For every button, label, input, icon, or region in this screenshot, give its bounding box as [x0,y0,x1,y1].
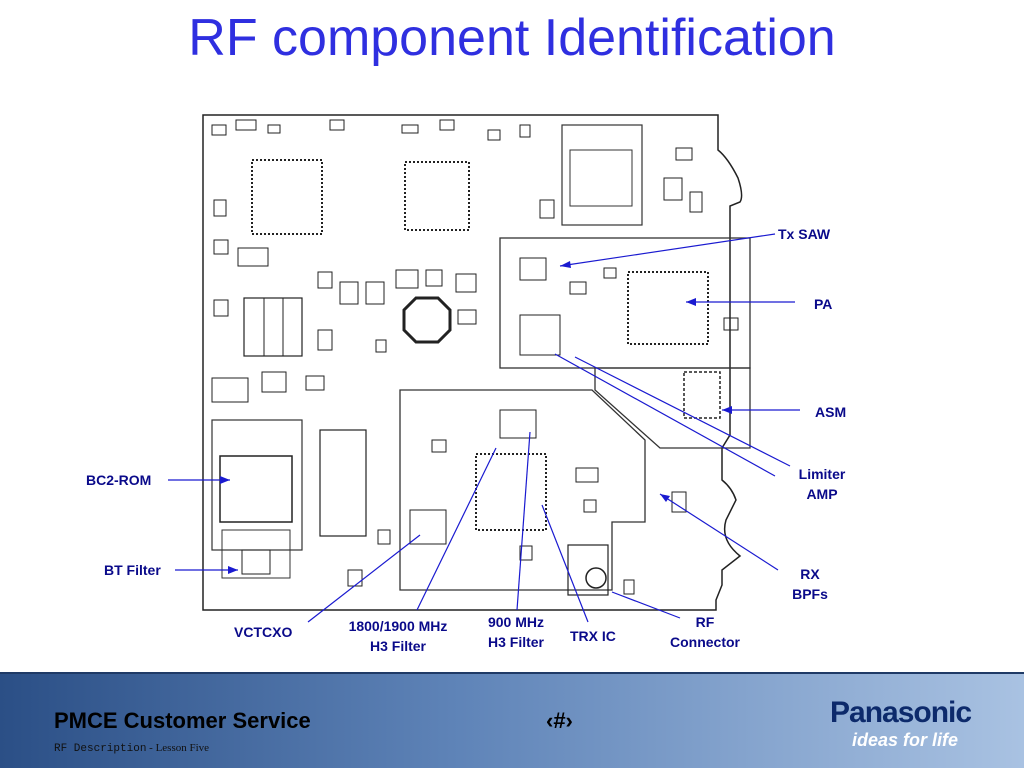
bt-filter-area [221,529,291,579]
leader-limiter-1 [574,356,791,467]
footer-sub-right: - Lesson Five [146,742,210,754]
coil-part [402,296,452,344]
small-components [211,119,739,595]
bc2-rom-chip [219,455,293,523]
label-rf-line1: RF [695,614,715,630]
leader-h3-1800 [416,447,497,611]
trx-chip [475,453,547,531]
pcb-diagram [168,114,800,623]
arrow-tx-saw [560,261,571,268]
label-h3-1800-line2: H3 Filter [369,638,426,654]
rf-connector-ring [585,567,607,589]
label-bc2-rom: BC2-ROM [86,472,152,488]
arrow-asm [722,406,732,414]
arrow-pa [686,298,696,306]
leader-rx-bpfs [659,493,779,571]
footer-page-number: ‹#› [546,708,573,733]
label-tx-saw: Tx SAW [778,226,831,242]
rf-shield-top-lower [594,367,751,449]
left-tall-part [319,429,367,537]
arrow-rx-bpfs [660,494,670,502]
asm-chip [683,371,721,419]
footer-sub-left: RF Description [54,743,147,755]
label-asm: ASM [815,404,847,420]
panasonic-logo: Panasonic [830,696,972,729]
leader-arrowheads [220,261,732,574]
leader-limiter-2 [554,353,776,477]
leader-rf-connector [611,591,681,619]
label-rf-connector: RF Connector [660,612,750,652]
label-h3-1800-line1: 1800/1900 MHz [348,618,448,634]
label-rx-line2: BPFs [792,586,828,602]
label-rx-line1: RX [800,566,820,582]
inductor-block [243,297,303,357]
leader-trx-ic [541,504,589,623]
arrow-bc2-rom [220,476,230,484]
leader-tx-saw [559,233,776,267]
label-h3-900: 900 MHz H3 Filter [478,612,554,652]
footer-bar: PMCE Customer Service ‹#› RF Description… [0,672,1024,768]
label-h3-1800: 1800/1900 MHz H3 Filter [336,616,460,656]
label-trx-ic: TRX IC [570,628,616,644]
top-chip-2 [404,161,470,231]
label-rx-bpfs: RX BPFs [786,564,834,604]
label-vctcxo: VCTCXO [234,624,293,640]
label-rf-line2: Connector [670,634,740,650]
footer-divider [0,672,1024,674]
pa-chip [627,271,709,345]
leader-lines [168,233,800,623]
label-h3-900-line1: 900 MHz [487,614,545,630]
top-chip-1 [251,159,323,235]
footer-subtitle: RF Description - Lesson Five [54,742,209,755]
leader-h3-900 [516,431,531,611]
arrow-bt-filter [228,566,238,574]
footer-service-title: PMCE Customer Service [54,708,311,733]
label-limiter-amp: Limiter AMP [788,464,856,504]
label-bt-filter: BT Filter [104,562,161,578]
label-pa: PA [814,296,833,312]
rf-shield-bottom [399,389,646,591]
panasonic-tagline: ideas for life [852,730,959,750]
board-outline [202,114,743,611]
label-h3-900-line2: H3 Filter [487,634,544,650]
label-limiter-line2: AMP [806,486,838,502]
label-limiter-line1: Limiter [798,466,846,482]
slide-title: RF component Identification [188,9,836,67]
connector-inner [569,149,633,207]
leader-vctcxo [307,534,421,623]
connector-outline [561,124,643,226]
